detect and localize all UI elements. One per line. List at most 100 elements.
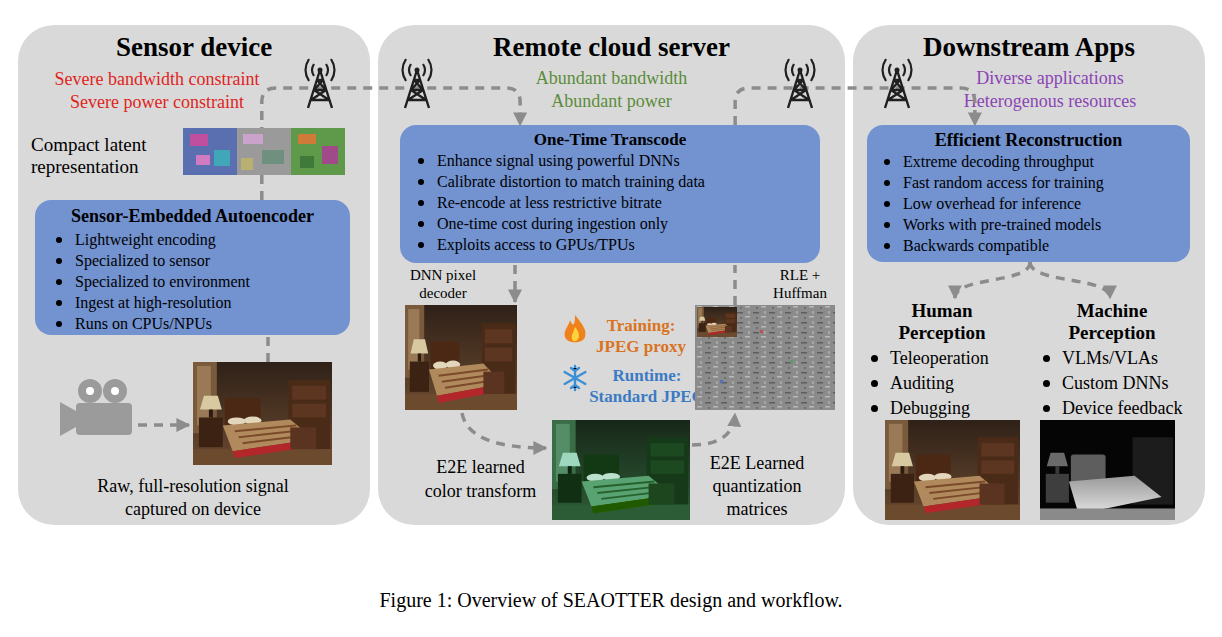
bullet-text: Runs on CPUs/NPUs <box>75 314 340 334</box>
heading-text: Sensor-Embedded Autoencoder <box>35 205 350 227</box>
dashed-arrow <box>262 88 520 200</box>
body-text: Diverse applications <box>915 67 1185 89</box>
bullet-dot <box>884 243 890 249</box>
decoded-image <box>405 305 517 410</box>
latent-image <box>183 128 345 175</box>
bullet-dot <box>418 221 424 227</box>
bullet-dot <box>1043 380 1050 387</box>
body-text: Heterogenous resources <box>915 90 1185 112</box>
bullet-dot <box>418 242 424 248</box>
bullet-dot <box>884 180 890 186</box>
reconstruction-box: Efficient ReconstructionExtreme decoding… <box>867 125 1190 262</box>
transcode-box: One-Time TranscodeEnhance signal using p… <box>400 125 820 263</box>
body-text: Severe power constraint <box>22 91 292 113</box>
raw-image <box>193 362 332 465</box>
bullet-dot <box>871 380 878 387</box>
bullet-dot <box>871 405 878 412</box>
bullet-dot <box>56 321 62 327</box>
human-perception-group: Human PerceptionTeleoperationAuditingDeb… <box>858 298 1028 418</box>
bullet-text: Backwards compatible <box>903 236 1183 256</box>
bullet-dot <box>884 159 890 165</box>
bullet-text: Calibrate distortion to match training d… <box>437 172 812 192</box>
bullet-text: Low overhead for inference <box>903 194 1183 214</box>
fire-icon <box>565 315 586 342</box>
heading-text: Downstream Apps <box>853 31 1205 63</box>
bullet-text: Ingest at high-resolution <box>75 293 340 313</box>
bullet-dot <box>418 179 424 185</box>
dashed-arrow <box>1030 262 1110 298</box>
antenna-tower <box>883 59 912 108</box>
body-text: Severe bandwidth constraint <box>22 68 292 90</box>
bullet-text: Custom DNNs <box>1062 372 1202 394</box>
bullet-text: Specialized to environment <box>75 272 340 292</box>
bullet-text: Specialized to sensor <box>75 251 340 271</box>
antenna-tower <box>786 59 815 108</box>
latent-tile <box>237 128 291 175</box>
bullet-text: Device feedback <box>1062 397 1202 419</box>
body-text: DNN pixel decoder <box>406 266 480 302</box>
bullet-dot <box>1043 355 1050 362</box>
body-text: Training: JPEG proxy <box>587 315 695 357</box>
body-text: Compact latent representation <box>31 134 171 178</box>
body-text: Abundant power <box>378 90 845 112</box>
snowflake-icon <box>565 366 586 390</box>
dashed-arrow <box>735 88 975 125</box>
latent-tile <box>183 128 237 175</box>
bullet-dot <box>418 158 424 164</box>
antenna-tower <box>403 59 432 108</box>
heading-text: Human Perception <box>887 300 997 344</box>
encoder-box: Sensor-Embedded AutoencoderLightweight e… <box>35 200 350 335</box>
rle-image <box>695 305 835 410</box>
encode-line <box>266 337 270 362</box>
bullet-dot <box>884 201 890 207</box>
bullet-dot <box>56 258 62 264</box>
bullet-text: Re-encode at less restrictive bitrate <box>437 193 812 213</box>
color-transform-image <box>552 420 690 520</box>
bullet-dot <box>871 355 878 362</box>
heading-text: Machine Perception <box>1053 300 1171 344</box>
dashed-arrow <box>955 262 1030 298</box>
bullet-text: Extreme decoding throughput <box>903 152 1183 172</box>
figure-caption: Figure 1: Overview of SEAOTTER design an… <box>0 588 1222 612</box>
bullet-text: VLMs/VLAs <box>1062 347 1202 369</box>
depth-map-image <box>1040 420 1175 520</box>
heading-text: Efficient Reconstruction <box>867 129 1190 151</box>
fire-icon-core <box>572 327 579 341</box>
bullet-dot <box>56 237 62 243</box>
bullet-text: Auditing <box>890 372 1020 394</box>
bullet-text: One-time cost during ingestion only <box>437 214 812 234</box>
bullet-dot <box>884 222 890 228</box>
bullet-dot <box>56 300 62 306</box>
heading-text: Sensor device <box>18 31 370 63</box>
bullet-text: Exploits access to GPUs/TPUs <box>437 235 812 255</box>
bullet-text: Enhance signal using powerful DNNs <box>437 151 812 171</box>
bullet-text: Debugging <box>890 397 1020 419</box>
bullet-text: Fast random access for training <box>903 173 1183 193</box>
human-view-image <box>885 420 1020 520</box>
quantize-arrow <box>692 414 735 445</box>
decode-arrow <box>513 265 517 302</box>
body-text: Abundant bandwidth <box>378 67 845 89</box>
bullet-dot <box>418 200 424 206</box>
body-text: Raw, full-resolution signal captured on … <box>68 475 318 521</box>
bullet-text: Works with pre-trained models <box>903 215 1183 235</box>
body-text: Runtime: Standard JPEG <box>583 365 711 407</box>
machine-perception-group: Machine PerceptionVLMs/VLAsCustom DNNsDe… <box>1030 298 1205 418</box>
antenna-towers <box>306 59 912 108</box>
bullet-text: Lightweight encoding <box>75 230 340 250</box>
body-text: RLE + Huffman <box>765 266 835 302</box>
transform-arrow <box>462 413 546 448</box>
capture-arrow <box>138 423 189 427</box>
encode-line <box>733 265 737 305</box>
heading-text: Remote cloud server <box>378 31 845 63</box>
bullet-text: Teleoperation <box>890 347 1020 369</box>
heading-text: One-Time Transcode <box>400 129 820 150</box>
bullet-dot <box>1043 405 1050 412</box>
camera-icon <box>60 379 132 436</box>
body-text: E2E learned color transform <box>418 455 543 503</box>
latent-tile <box>291 128 345 175</box>
antenna-tower <box>306 59 335 108</box>
body-text: E2E Learned quantization matrices <box>702 452 812 521</box>
apps-panel: Downstream AppsDiverse applicationsHeter… <box>853 25 1205 525</box>
